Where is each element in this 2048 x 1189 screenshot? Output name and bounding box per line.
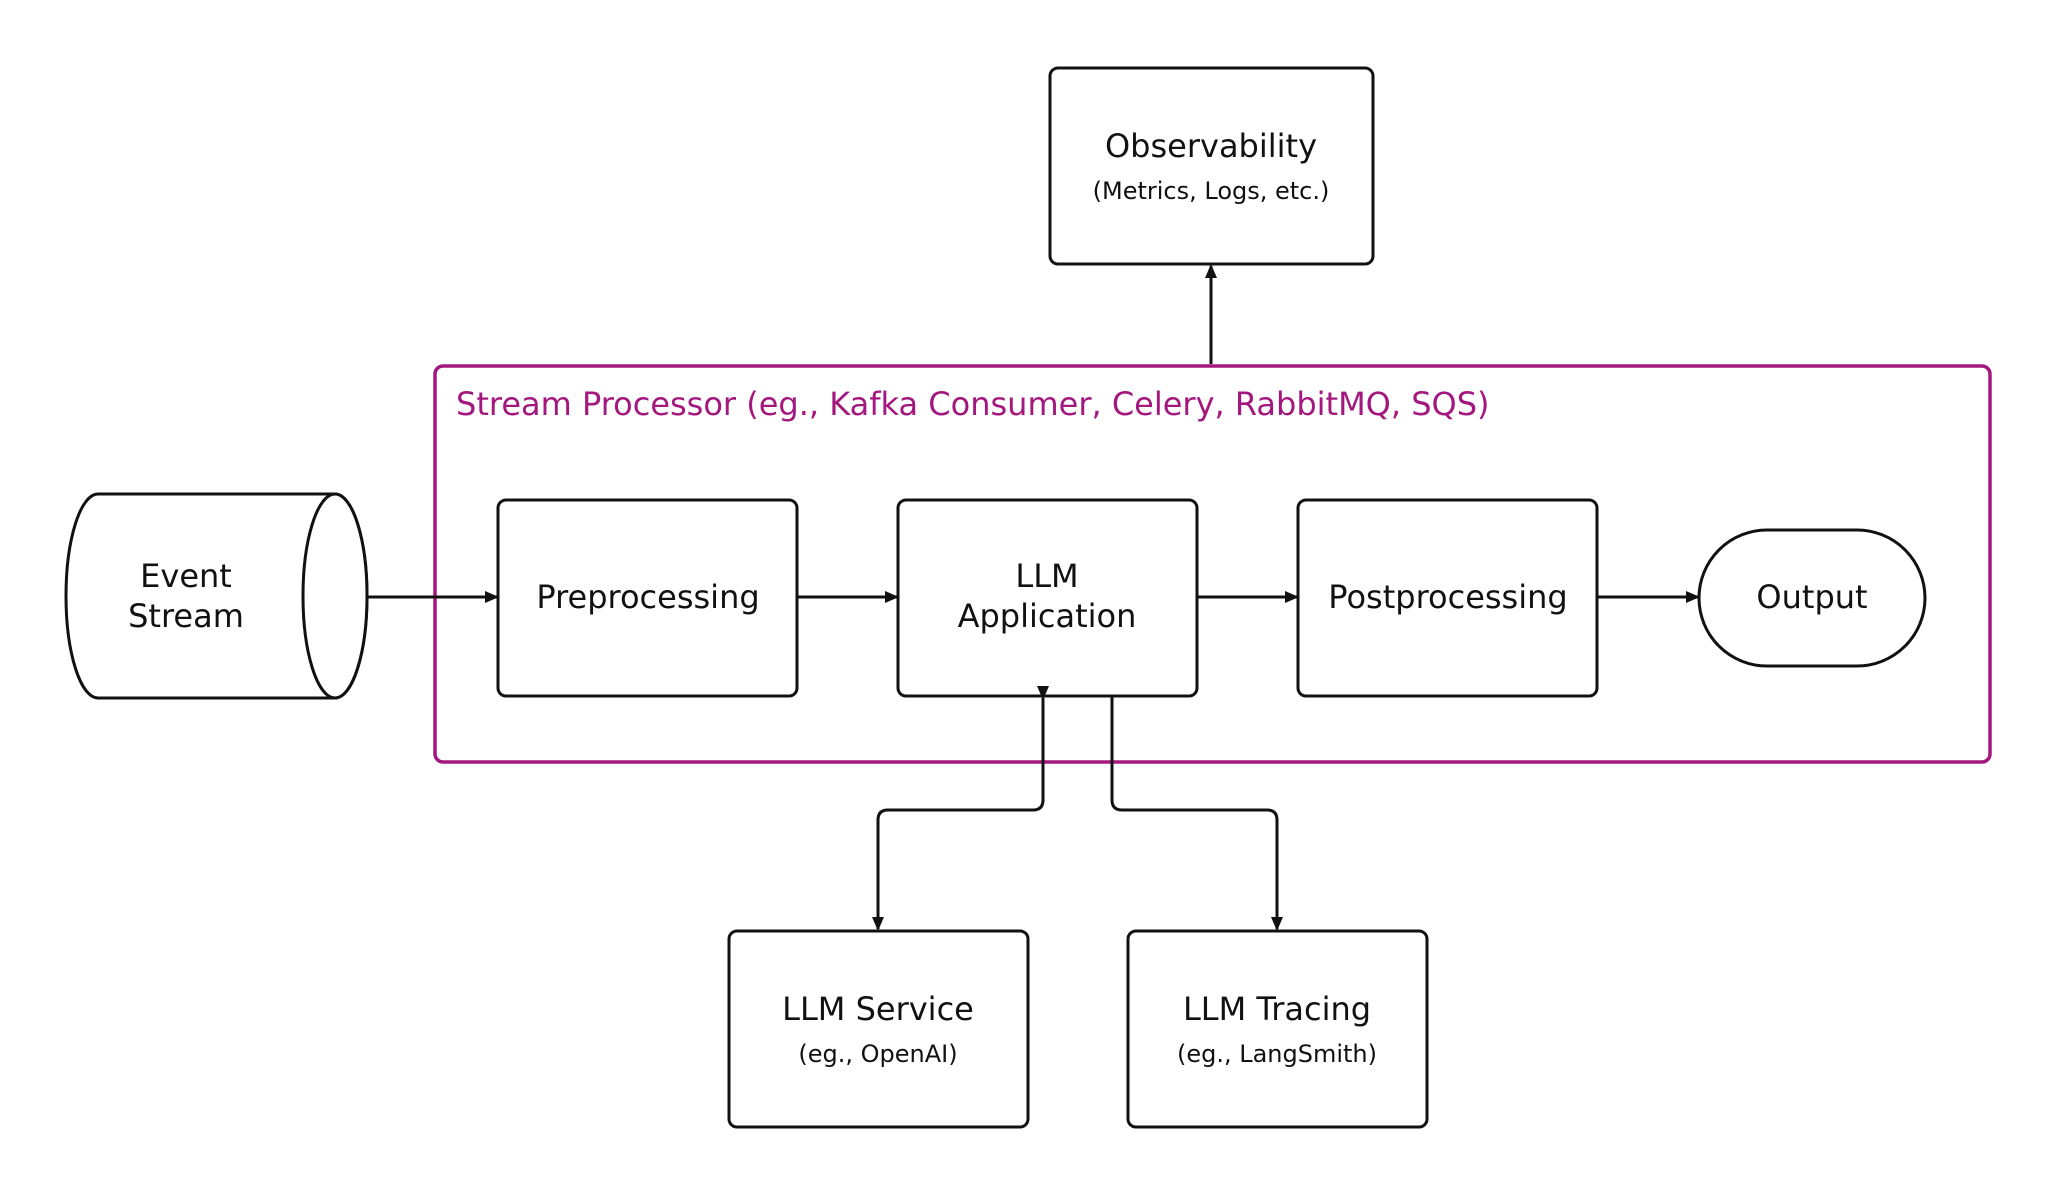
stream-processor-border <box>433 364 1992 764</box>
arrow-llm-application-to-llm-tracing <box>1110 697 1283 931</box>
llm-application-line2: Application <box>958 597 1137 635</box>
arrow-llm-application-llm-service-bidirectional <box>872 686 1049 931</box>
postprocessing-title: Postprocessing <box>1328 578 1567 616</box>
cylinder-end <box>301 492 369 700</box>
llm-tracing-subtitle: (eg., LangSmith) <box>1177 1040 1377 1068</box>
preprocessing-title: Preprocessing <box>536 578 759 616</box>
observability-subtitle: (Metrics, Logs, etc.) <box>1093 177 1330 205</box>
llm-tracing-node[interactable]: LLM Tracing (eg., LangSmith) <box>1126 929 1429 1129</box>
stream-processor-group: Stream Processor (eg., Kafka Consumer, C… <box>433 364 1992 764</box>
observability-title: Observability <box>1105 127 1317 165</box>
output-title: Output <box>1756 578 1867 616</box>
llm-service-node[interactable]: LLM Service (eg., OpenAI) <box>727 929 1030 1129</box>
postprocessing-node[interactable]: Postprocessing <box>1296 498 1599 698</box>
connectors <box>367 264 1700 931</box>
stream-processor-label: Stream Processor (eg., Kafka Consumer, C… <box>456 385 1490 423</box>
llm-tracing-title: LLM Tracing <box>1183 990 1371 1028</box>
event-stream-label-line2: Stream <box>128 597 244 635</box>
llm-application-line1: LLM <box>1015 557 1078 595</box>
output-node[interactable]: Output <box>1697 528 1927 668</box>
event-stream-label-line1: Event <box>140 557 232 595</box>
event-stream-node[interactable]: Event Stream <box>64 492 369 700</box>
llm-service-title: LLM Service <box>782 990 974 1028</box>
observability-node[interactable]: Observability (Metrics, Logs, etc.) <box>1048 66 1375 266</box>
preprocessing-node[interactable]: Preprocessing <box>496 498 799 698</box>
llm-application-node[interactable]: LLM Application <box>896 498 1199 698</box>
llm-service-subtitle: (eg., OpenAI) <box>798 1040 957 1068</box>
